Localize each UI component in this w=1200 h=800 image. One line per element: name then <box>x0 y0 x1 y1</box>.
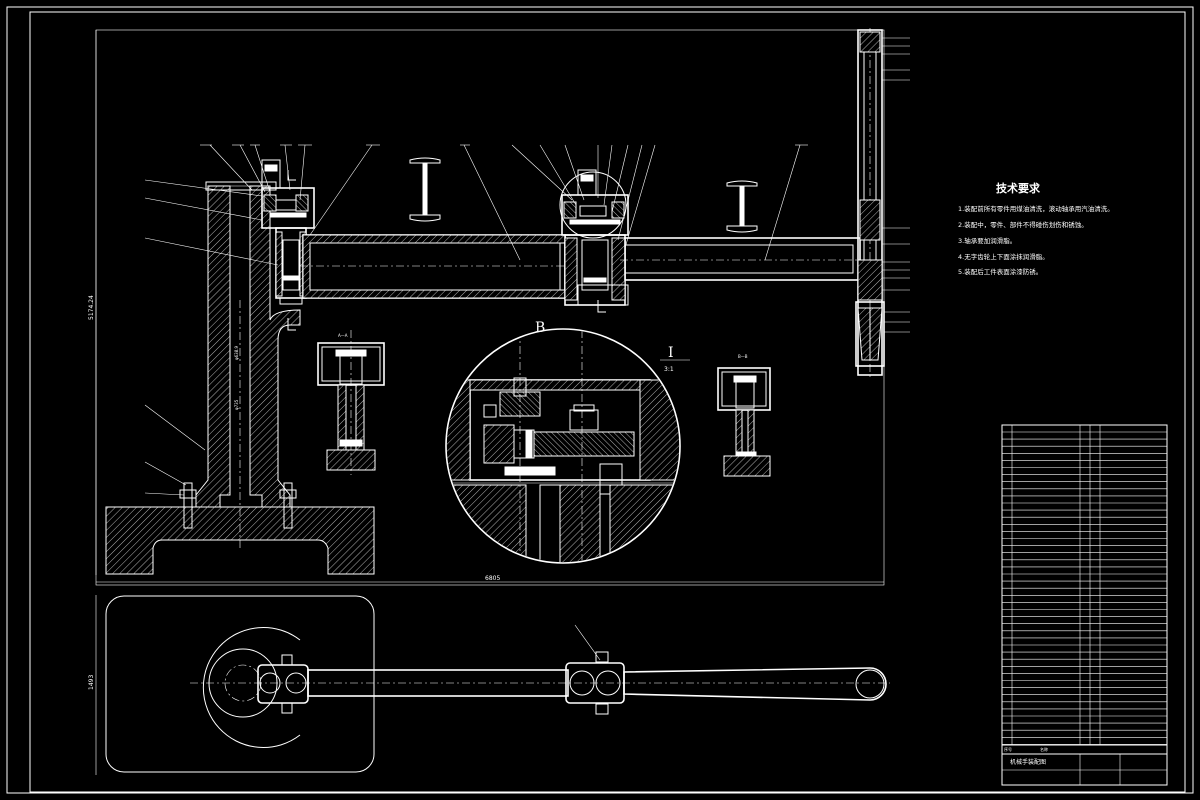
dimension-lines: 6805 5174.24 φ638.9 φ735 1493 <box>88 30 884 775</box>
upper-arm-inner <box>309 242 561 291</box>
plan-base-outline <box>105 595 375 773</box>
i-beam-profile-right <box>726 180 758 233</box>
tech-req-title: 技术要求 <box>996 181 1041 195</box>
header-name: 名称 <box>1040 746 1048 752</box>
detail-view-i: B I 3:1 <box>445 320 690 564</box>
header-seq: 序号 <box>1004 746 1012 752</box>
tech-req-item-1: 1.装配前所有零件用煤油清洗，滚动轴承用汽油清洗。 <box>958 204 1114 213</box>
column-dia-2: φ735 <box>234 399 239 410</box>
plan-width-dim: 1493 <box>88 675 95 690</box>
section-bb-label: B—B <box>738 354 748 359</box>
parts-list-table: 序号 名称 机械手装配图 <box>1001 424 1168 786</box>
wrist-column <box>855 28 885 380</box>
section-bb-view: B—B <box>717 354 771 477</box>
section-aa-view: A—A <box>317 330 385 475</box>
column-dia-1: φ638.9 <box>234 345 239 360</box>
section-aa-label: A—A <box>338 333 348 338</box>
detail-scale: 3:1 <box>664 366 674 373</box>
plan-arm <box>307 669 569 697</box>
detail-label: I <box>668 345 674 361</box>
overall-width-dim: 6805 <box>485 575 500 582</box>
plan-forearm <box>623 667 887 701</box>
column-top-cap <box>205 181 277 191</box>
overall-height-dim: 5174.24 <box>88 295 95 320</box>
plan-view <box>105 595 890 773</box>
detail-section-letter: B <box>535 320 545 336</box>
forearm-inner <box>624 244 854 274</box>
front-view <box>105 28 910 575</box>
forearm-outer <box>624 237 861 281</box>
upper-arm-outer <box>302 234 566 299</box>
tech-req-item-4: 4.无字齿轮上下面涂抹润滑脂。 <box>958 252 1049 261</box>
tech-req-item-3: 3.轴承要加润滑脂。 <box>958 236 1016 245</box>
plan-shoulder-housing <box>257 664 309 704</box>
part-leaders <box>144 37 910 496</box>
column-left-wall <box>195 185 231 508</box>
tech-req-item-2: 2.装配中，零件、部件不得碰伤划伤和锈蚀。 <box>958 220 1088 229</box>
tech-req-item-5: 5.装配后工件表面涂漆防锈。 <box>958 267 1042 276</box>
i-beam-profile-left <box>409 157 441 222</box>
technical-requirements: 技术要求 1.装配前所有零件用煤油清洗，滚动轴承用汽油清洗。 2.装配中，零件、… <box>958 181 1114 276</box>
drawing-name: 机械手装配图 <box>1010 758 1046 766</box>
base-block <box>105 506 375 575</box>
plan-swing-sector <box>202 627 301 748</box>
sheet-border-outer <box>6 6 1194 794</box>
detail-circle <box>445 328 681 564</box>
sheet-border-inner <box>29 11 1186 793</box>
column-right-wall <box>249 185 301 508</box>
elbow-joint <box>559 169 629 306</box>
